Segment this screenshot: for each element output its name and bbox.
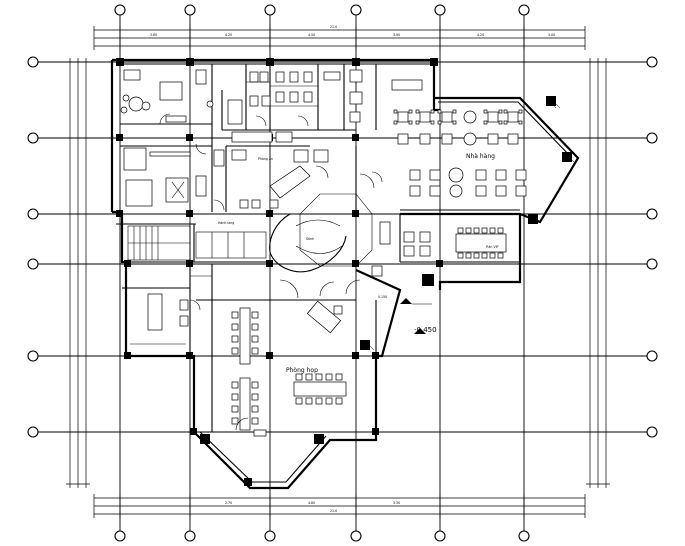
vip-room: P.ăn VIP <box>455 227 507 259</box>
level-mark-icon <box>400 298 412 304</box>
level-mark-a: 0.150 <box>378 295 387 299</box>
office-furniture <box>120 69 214 207</box>
label-dining-hall: Nhà hàng <box>466 153 495 160</box>
dim-tag-1: 3.60 <box>150 33 157 37</box>
level-marks: 0.150 -0.450 <box>378 295 437 334</box>
lobby-area: Sảnh <box>269 165 391 334</box>
dim-tag-5: 4.20 <box>477 33 484 37</box>
label-kitchen-room: Phòng ăn <box>258 157 273 161</box>
grid-bubbles <box>27 4 658 542</box>
dim-tag-total-top: 21.0 <box>330 25 337 29</box>
label-meeting-room: Phòng họp <box>286 367 318 374</box>
label-vip-room: P.ăn VIP <box>486 245 499 249</box>
level-mark-b: -0.450 <box>414 326 437 334</box>
label-lobby: Sảnh <box>306 237 314 241</box>
dimension-lines: 21.0 3.60 4.20 4.50 3.90 4.20 3.00 21.0 … <box>66 25 610 518</box>
dim-tag-4: 3.90 <box>393 33 400 37</box>
dim-tag-8: 4.80 <box>308 501 315 505</box>
dim-tag-9: 3.30 <box>393 501 400 505</box>
dim-tag-6: 3.00 <box>548 33 555 37</box>
door-swings: Hành lang <box>159 113 383 311</box>
meeting-room: Phòng họp <box>231 307 347 437</box>
left-lower-room <box>130 275 212 345</box>
restaurant-dining-tables: Nhà hàng <box>391 79 527 257</box>
dim-tag-7: 2.70 <box>225 501 232 505</box>
interior-walls <box>116 64 520 432</box>
dim-tag-2: 4.20 <box>225 33 232 37</box>
kitchen-area: Phòng ăn <box>213 131 329 209</box>
label-corridor: Hành lang <box>218 221 234 225</box>
dim-tag-total-bottom: 21.0 <box>330 509 337 513</box>
hatched-corners <box>361 99 575 351</box>
dim-tag-3: 4.50 <box>308 33 315 37</box>
staircase <box>127 225 267 261</box>
wc-fixtures <box>227 69 363 125</box>
level-mark-icon-2 <box>414 328 426 334</box>
grid-lines <box>38 14 648 532</box>
